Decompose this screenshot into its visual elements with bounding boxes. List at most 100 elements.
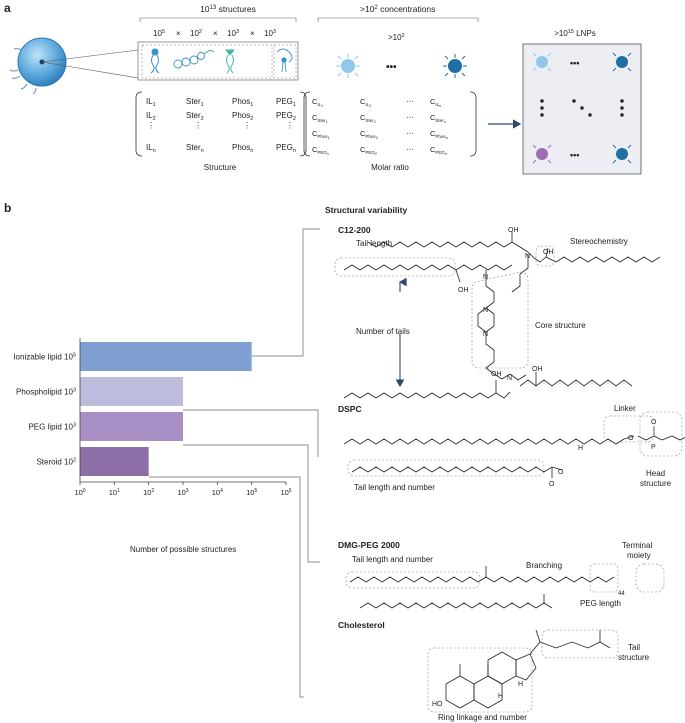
lipid-components-dashed: [141, 44, 273, 79]
branching-label: Branching: [526, 561, 562, 570]
molar-hdots: ···: [406, 97, 414, 106]
peg-length-label: PEG length: [580, 599, 621, 608]
bar: [80, 412, 183, 441]
n-atom: N: [483, 331, 488, 338]
times-symbol: ×: [250, 29, 255, 38]
dspc-structure: DSPC O O O O P H Linker Tail length and …: [338, 404, 685, 492]
structure-cell: ILn: [146, 143, 156, 154]
variability-title: Structural variability: [325, 205, 407, 215]
panel-a-label: a: [4, 1, 11, 15]
molar-cell: CStern: [430, 113, 446, 124]
svg-text:O: O: [651, 419, 657, 426]
peg-lipid-icon: [276, 48, 293, 73]
bar-connectors: [149, 228, 320, 698]
times-symbol: ×: [176, 29, 181, 38]
x-tick-label: 106: [280, 488, 291, 497]
particle-light-icon: [336, 54, 360, 78]
x-tick-label: 100: [74, 488, 85, 497]
structure-cell: Phos1: [232, 97, 253, 108]
molar-cell: CPEGn: [430, 145, 447, 156]
tail-length-label: Tail length: [356, 239, 392, 248]
ellipsis: •••: [570, 58, 579, 68]
molar-hdots: ···: [406, 129, 414, 138]
x-axis-label: Number of possible structures: [130, 545, 236, 554]
stereochemistry-label: Stereochemistry: [570, 237, 628, 246]
structure-cell: Ster1: [186, 97, 204, 108]
n-atom: N: [483, 274, 488, 281]
structure-cell: Stern: [186, 143, 204, 154]
n-atom: N: [507, 375, 512, 382]
molar-cell: CIL2: [360, 97, 371, 108]
matrix-vdots: ⋮: [243, 121, 251, 130]
structure-cell: PEGn: [276, 143, 296, 154]
particle-purple-icon: [532, 144, 552, 164]
n-atom: N: [483, 307, 488, 314]
connector-line: [41, 49, 139, 63]
svg-text:H: H: [498, 693, 503, 700]
molar-cell: CPEG1: [312, 145, 329, 156]
matrix-vdots: ⋮: [286, 121, 294, 130]
connector-line: [41, 61, 139, 79]
structure-cell: IL2: [146, 111, 156, 122]
n-atom: N: [525, 253, 530, 260]
svg-text:H: H: [518, 681, 523, 688]
bar: [80, 377, 183, 406]
tail-label-1: Tail: [628, 643, 640, 652]
x-tick-label: 102: [143, 488, 154, 497]
structure-cell: PEG2: [276, 111, 296, 122]
c12-name: C12-200: [338, 225, 371, 235]
sterol-icon: [173, 49, 215, 69]
structure-cell: Phosn: [232, 143, 253, 154]
molar-cell: CPhos2: [360, 129, 378, 140]
tail-label-2: structure: [618, 653, 650, 662]
molar-cell: CILn: [430, 97, 441, 108]
structure-caption: Structure: [204, 163, 237, 172]
multiplier-phospholipid: 103: [227, 29, 239, 38]
molar-cell: CPhos1: [312, 129, 330, 140]
bar-label: Steroid 102: [36, 458, 76, 467]
svg-text:O: O: [628, 435, 634, 442]
ellipsis: •••: [570, 150, 579, 160]
c12-200-structure: C12-200 Tail length Stereochemistry: [334, 225, 661, 399]
terminal-label-2: moiety: [627, 551, 651, 560]
panel-b-label: b: [4, 201, 11, 215]
lnp-particle-icon: [9, 37, 67, 95]
lnp-grid: ••• •••: [532, 52, 632, 164]
bar-label: Ionizable lipid 105: [13, 353, 76, 362]
core-structure-label: Core structure: [535, 321, 586, 330]
oh-atom: OH: [543, 249, 554, 256]
x-tick-label: 103: [177, 488, 188, 497]
bar-label: PEG lipid 103: [28, 423, 76, 432]
multiplier-sterol: 102: [190, 29, 202, 38]
lnps-title: >1015 LNPs: [554, 29, 596, 38]
bar: [80, 342, 252, 371]
phospholipid-icon: [224, 49, 236, 74]
tail-length-number-label: Tail length and number: [354, 483, 435, 492]
molar-caption: Molar ratio: [371, 163, 409, 172]
molar-hdots: ···: [406, 145, 414, 154]
molar-cell: CPEG2: [360, 145, 377, 156]
ellipsis: •••: [386, 62, 397, 73]
dmg-peg-structure: DMG-PEG 2000 Tail length and number Bran…: [338, 540, 665, 609]
ring-label: Ring linkage and number: [438, 713, 527, 722]
structure-cell: PEG1: [276, 97, 296, 108]
particle-light-icon: [532, 52, 552, 72]
oh-atom: OH: [491, 371, 502, 378]
terminal-label-1: Terminal: [622, 541, 652, 550]
concentrations-title: >102 concentrations: [360, 4, 435, 14]
svg-text:HO: HO: [432, 701, 443, 708]
concentrations-subtitle: >102: [388, 33, 405, 42]
molar-cell: CPhosn: [430, 129, 448, 140]
svg-text:P: P: [651, 444, 656, 451]
matrix-bracket-left: [135, 91, 143, 157]
dspc-name: DSPC: [338, 404, 362, 414]
molar-cell: CSter1: [312, 113, 328, 124]
matrix-vdots: ⋮: [147, 121, 155, 130]
dmg-name: DMG-PEG 2000: [338, 540, 400, 550]
oh-atom: OH: [508, 227, 519, 234]
structure-cell: Ster2: [186, 111, 204, 122]
